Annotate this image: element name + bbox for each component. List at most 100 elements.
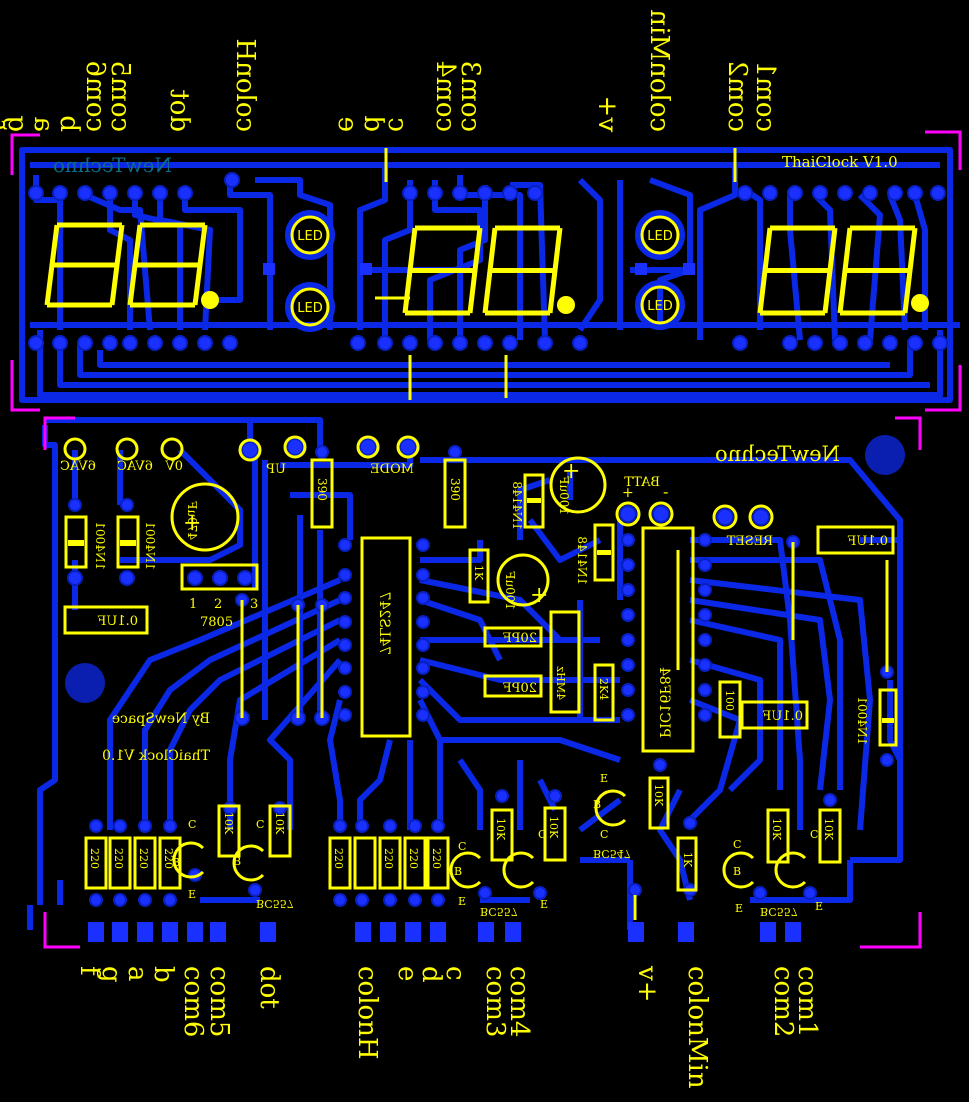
r10k-1-label: 10K <box>222 812 235 835</box>
bottom-pin-label-16: com1 <box>792 966 822 1038</box>
r10k-6-label: 10K <box>770 818 783 841</box>
diode-c-label: 1N4001 <box>855 696 869 745</box>
btn-reset-label: RESET <box>726 534 773 549</box>
led-outline-1 <box>290 215 330 255</box>
pin-e-3: E <box>458 895 466 908</box>
top-pin-label-3: b <box>54 115 84 132</box>
pin-c-3: C <box>458 840 466 853</box>
btn-up-label: UP <box>266 462 286 477</box>
bottom-pin-label-2: a <box>122 966 152 982</box>
pin-c-5: C <box>600 828 608 841</box>
pin-b-5: B <box>593 798 601 811</box>
cap-01b-label: 0.1UF <box>762 709 803 724</box>
r10k-4-label: 10K <box>547 816 560 839</box>
reg-pin-3: 3 <box>250 597 258 612</box>
bottom-pin-label-3: b <box>148 966 178 983</box>
pin-e-7: E <box>815 900 823 913</box>
bottom-pin-label-10: c <box>440 966 470 981</box>
mounting-hole-1 <box>865 435 905 475</box>
cap-20a-label: 20PF <box>503 631 537 646</box>
bottom-pin-label-5: com5 <box>204 966 234 1038</box>
top-pin-label-8: e <box>332 116 362 132</box>
seven-segment-digit <box>44 222 125 308</box>
r220-2: 220 <box>112 848 125 869</box>
ac-label-3: 6VAC <box>117 459 153 474</box>
regulator-label: 7805 <box>200 615 233 630</box>
pin-b-6: B <box>733 865 741 878</box>
pin-c-2: C <box>256 818 264 831</box>
r220-6: 220 <box>382 848 395 869</box>
top-pin-label-14: colonMin <box>644 9 674 132</box>
cap-01a-label: 0.1UF <box>97 614 138 629</box>
plus-sign-2: + <box>562 459 580 484</box>
top-pin-label-7: colonH <box>230 38 260 132</box>
pin-b-1: B <box>172 856 180 869</box>
display-board: NewTechno ThaiClock V1.0 LED LED LED LED <box>10 130 962 412</box>
control-logo: NewTechno <box>715 442 840 466</box>
r2k4-label: 2K4 <box>597 678 610 700</box>
control-board: NewTechno ThaiClock V1.0 By NewSpace 6VA… <box>27 416 922 949</box>
led-label-3: LED <box>647 229 672 244</box>
pin-b-2: B <box>233 855 241 868</box>
plus-sign-3: + <box>530 583 548 608</box>
transistor-2-label: BC557 <box>480 905 518 918</box>
r1k-2-label: 1K <box>681 852 694 868</box>
pin-c-6: C <box>733 838 741 851</box>
cap-20b-label: 20PF <box>503 681 537 696</box>
diode-d-label: 1N4148 <box>510 481 524 530</box>
mounting-hole-2 <box>65 663 105 703</box>
pin-c-7: C <box>810 828 818 841</box>
cap-01c-label: 0.1UF <box>847 534 888 549</box>
r100-label: 100 <box>723 690 736 711</box>
credit-line1: ThaiClock V1.0 <box>102 748 210 764</box>
pin-b-3: B <box>454 865 462 878</box>
ic1-label: 74LS247 <box>376 592 392 655</box>
transistor-3-label: BC547 <box>593 847 631 860</box>
reg-pin-2: 2 <box>214 597 222 612</box>
r220-1: 220 <box>88 848 101 869</box>
display-logo: NewTechno <box>53 153 172 177</box>
bottom-pin-label-1: g <box>96 966 126 983</box>
bottom-pin-label-6: dot <box>254 966 284 1009</box>
transistor-1-label: BC557 <box>256 897 294 910</box>
minus-sign: - <box>663 482 668 501</box>
bottom-pin-label-14: colonMin <box>682 966 712 1089</box>
seven-segment-digit <box>402 225 483 316</box>
seven-segment-digit <box>127 222 208 308</box>
credit-line2: By NewSpace <box>112 711 210 727</box>
diode-a-label: 1N4001 <box>93 521 107 570</box>
r390a-label: 390 <box>315 478 329 501</box>
seven-segment-digit <box>837 225 918 316</box>
top-pin-label-6: dot <box>164 89 194 132</box>
batt-plus: + <box>622 485 634 501</box>
pin-e-1: E <box>188 888 196 901</box>
led-label-2: LED <box>297 301 322 316</box>
ac-label-1: 6VAC <box>60 459 96 474</box>
bottom-pin-label-4: com6 <box>178 966 208 1038</box>
btn-mode-label: MODE <box>370 462 414 477</box>
top-pin-label-16: com1 <box>750 60 780 132</box>
transistor-4-label: BC557 <box>760 905 798 918</box>
led-label-4: LED <box>647 299 672 314</box>
r220-3: 220 <box>137 848 150 869</box>
top-pin-label-12: com3 <box>455 60 485 132</box>
top-pin-label-15: com2 <box>722 60 752 132</box>
led-outline-2 <box>290 287 330 327</box>
r390b-label: 390 <box>448 478 462 501</box>
r220-4: 220 <box>162 848 175 869</box>
r1k-label: 1K <box>472 565 485 581</box>
display-title: ThaiClock V1.0 <box>782 153 898 171</box>
cap-100a-label: 100uF <box>557 476 571 515</box>
r10k-7-label: 10K <box>822 818 835 841</box>
diode-b-label: 1N4001 <box>143 521 157 570</box>
bottom-pin-label-7: colonH <box>352 966 382 1060</box>
reg-pin-1: 1 <box>189 597 197 612</box>
top-pin-label-10: c <box>382 117 412 132</box>
ac-label-2: 0V <box>165 459 183 474</box>
seven-segment-digit <box>757 225 838 316</box>
bottom-pin-label-13: v+ <box>632 966 662 1003</box>
pin-e-5: E <box>600 772 608 785</box>
decimal-point <box>911 294 929 312</box>
top-pin-label-5: com5 <box>105 60 135 132</box>
r10k-5-label: 10K <box>652 784 665 807</box>
